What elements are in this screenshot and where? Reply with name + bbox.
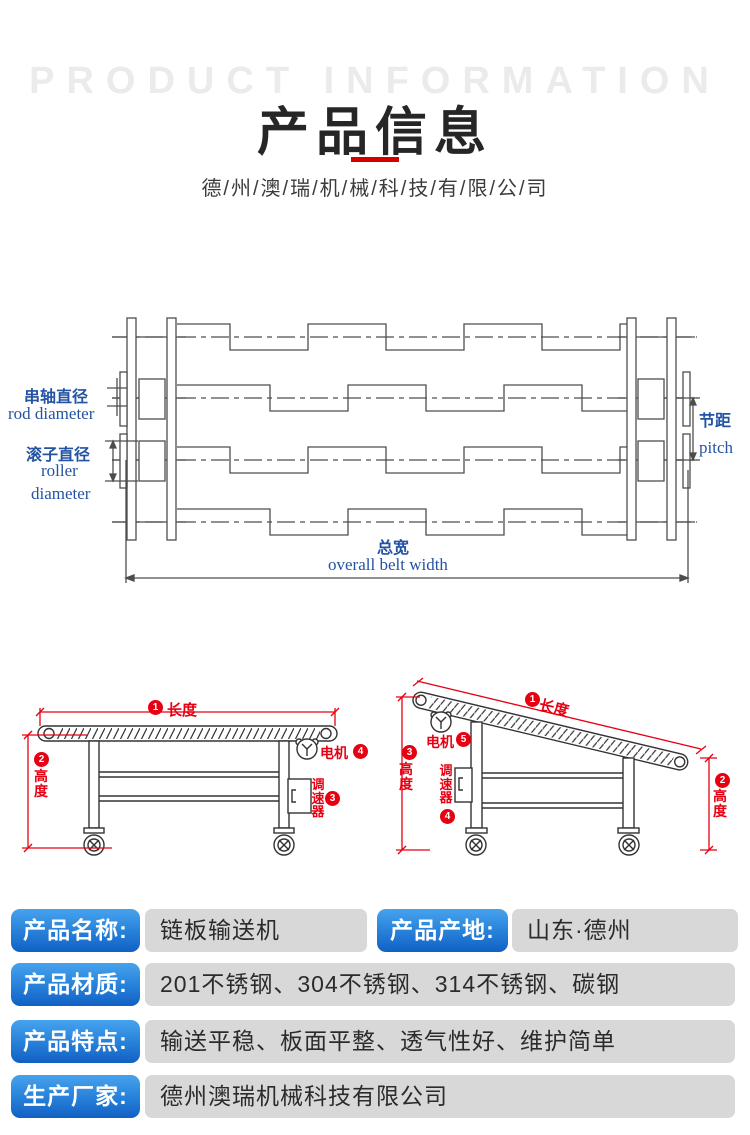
product-material-value: 201不锈钢、304不锈钢、314不锈钢、碳钢 <box>145 963 735 1006</box>
product-material-label: 产品材质: <box>11 963 140 1006</box>
flat-conveyor-diagram <box>22 707 340 856</box>
caster-wheel-left <box>83 834 105 856</box>
inclined-conveyor-diagram <box>396 677 717 856</box>
flat-height-badge: 2 <box>34 752 49 767</box>
overall-width-dimension <box>124 460 690 583</box>
diameter-label-en: diameter <box>31 484 91 503</box>
incline-motor-badge: 5 <box>456 732 471 747</box>
rod-diameter-label-cn: 串轴直径 <box>24 389 89 406</box>
governor-box-flat <box>287 778 312 814</box>
product-origin-label: 产品产地: <box>377 909 508 952</box>
product-name-value: 链板输送机 <box>145 909 367 952</box>
caster-wheel-incline-left <box>465 834 487 856</box>
pitch-label-cn: 节距 <box>699 413 732 430</box>
left-chain-assembly <box>112 317 186 541</box>
rod-diameter-label-en: rod diameter <box>8 404 95 423</box>
flat-rails <box>99 771 279 802</box>
manufacturer-value: 德州澳瑞机械科技有限公司 <box>145 1075 735 1118</box>
incline-rails <box>482 772 623 809</box>
flat-governor-badge: 3 <box>325 791 340 806</box>
flat-length-badge: 1 <box>148 700 163 715</box>
chain-axis-lines <box>112 336 697 523</box>
product-feature-label: 产品特点: <box>11 1020 140 1063</box>
pitch-dimension <box>676 396 700 462</box>
caster-wheel-right <box>273 834 295 856</box>
roller-diameter-label-cn: 滚子直径 <box>26 447 91 464</box>
product-feature-value: 输送平稳、板面平整、透气性好、维护简单 <box>145 1020 735 1063</box>
technical-drawing <box>105 317 700 583</box>
title-underline <box>351 157 399 162</box>
governor-box-incline <box>454 767 473 803</box>
manufacturer-label: 生产厂家: <box>11 1075 140 1118</box>
caster-wheel-incline-right <box>618 834 640 856</box>
incline-red-dimensions <box>396 677 717 855</box>
product-origin-value: 山东·德州 <box>512 909 738 952</box>
incline-height-right-badge: 2 <box>715 773 730 788</box>
incline-height-left-label: 高度 <box>399 761 413 792</box>
motor-icon-incline <box>430 711 452 733</box>
page-title: 产品信息 <box>256 104 493 162</box>
right-chain-assembly <box>618 317 695 541</box>
overall-width-label-en: overall belt width <box>328 555 448 574</box>
incline-height-left-badge: 3 <box>402 745 417 760</box>
slat-edges <box>177 323 627 536</box>
flat-height-label: 高度 <box>34 768 48 799</box>
incline-height-right-label: 高度 <box>713 788 727 819</box>
flat-red-dimensions <box>22 707 340 853</box>
watermark-text: PRODUCT INFORMATION <box>29 60 721 102</box>
company-name: 德/州/澳/瑞/机/械/科/技/有/限/公/司 <box>201 178 549 200</box>
motor-icon-flat <box>295 738 319 760</box>
flat-length-label: 长度 <box>167 702 198 719</box>
product-name-label: 产品名称: <box>11 909 140 952</box>
roller-diameter-dimension <box>105 439 138 483</box>
flat-motor-badge: 4 <box>353 744 368 759</box>
incline-length-badge: 1 <box>525 692 540 707</box>
rod-diameter-dimension <box>107 378 127 416</box>
flat-motor-label: 电机 <box>320 745 348 761</box>
incline-motor-label: 电机 <box>426 734 454 750</box>
roller-label-en: roller <box>41 461 78 480</box>
flat-legs <box>83 740 295 834</box>
overall-width-label-cn: 总宽 <box>377 540 410 557</box>
flat-governor-label: 调速器 <box>311 777 325 819</box>
incline-governor-label: 调速器 <box>439 763 453 805</box>
incline-governor-badge: 4 <box>440 809 455 824</box>
pitch-label-en: pitch <box>699 438 733 457</box>
